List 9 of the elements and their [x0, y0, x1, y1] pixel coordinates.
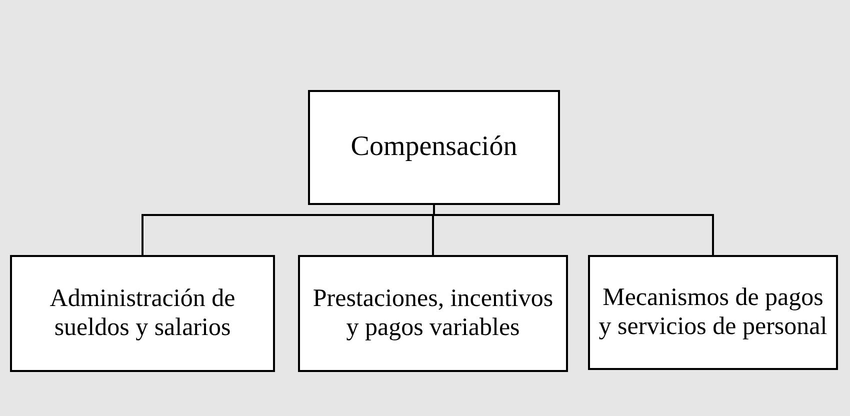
org-chart-box [308, 90, 560, 205]
box-label: Prestaciones, incentivos y pagos variables [312, 284, 554, 342]
box-label: Compensación [350, 131, 518, 164]
org-chart-box [298, 255, 568, 372]
org-chart-box [588, 255, 838, 370]
connector-line [433, 205, 714, 255]
box-label: Administración de sueldos y salarios [48, 284, 236, 342]
org-chart-box [10, 255, 275, 372]
box-label: Mecanismos de pagos y servicios de personal [598, 284, 828, 342]
